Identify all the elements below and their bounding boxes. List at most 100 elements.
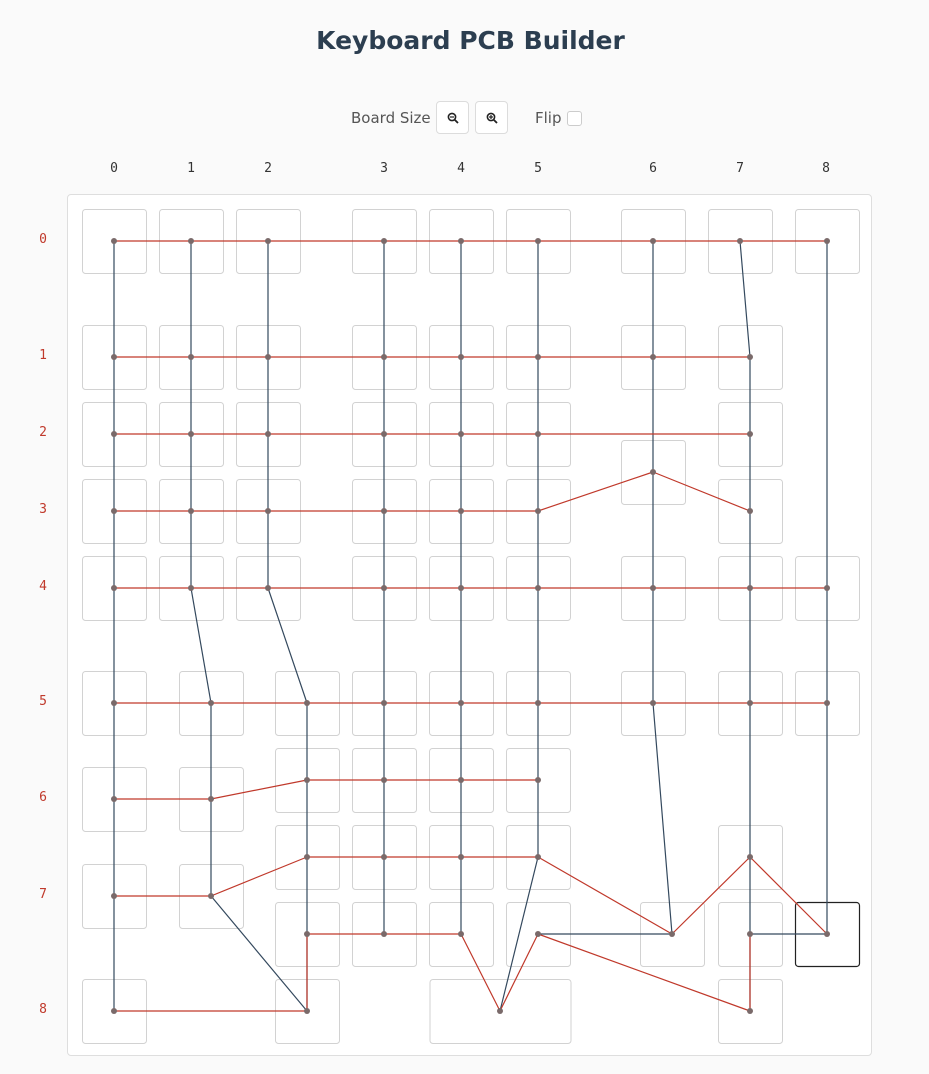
column-label: 5 [534, 161, 542, 176]
via-pad [747, 354, 753, 360]
via-pad [669, 931, 675, 937]
board-size-label: Board Size [351, 109, 431, 127]
page-title: Keyboard PCB Builder [316, 26, 625, 55]
row-label: 0 [39, 232, 47, 247]
via-pad [208, 700, 214, 706]
pcb-board [67, 194, 872, 1056]
via-pad [304, 854, 310, 860]
column-label: 7 [736, 161, 744, 176]
via-pad [535, 700, 541, 706]
row-label: 6 [39, 790, 47, 805]
via-pad [650, 585, 656, 591]
row-trace [114, 856, 828, 935]
via-pad [381, 700, 387, 706]
via-pad [747, 854, 753, 860]
via-pad [737, 238, 743, 244]
column-label: 1 [187, 161, 195, 176]
via-pad [650, 354, 656, 360]
via-pad [535, 508, 541, 514]
via-pad [111, 893, 117, 899]
via-pad [188, 585, 194, 591]
column-label: 0 [110, 161, 118, 176]
via-pad [304, 1008, 310, 1014]
via-pad [535, 354, 541, 360]
zoom-in-button[interactable] [475, 101, 508, 134]
via-pad [265, 585, 271, 591]
zoom-out-icon [447, 112, 459, 124]
row-label: 2 [39, 425, 47, 440]
via-pad [265, 508, 271, 514]
via-pad [111, 1008, 117, 1014]
row-trace [307, 933, 751, 1012]
via-pad [650, 469, 656, 475]
via-pad [747, 700, 753, 706]
via-pad [458, 700, 464, 706]
zoom-in-icon [486, 112, 498, 124]
row-label: 3 [39, 502, 47, 517]
via-pad [458, 777, 464, 783]
via-pad [535, 931, 541, 937]
via-pad [458, 585, 464, 591]
row-label: 1 [39, 348, 47, 363]
via-pad [458, 431, 464, 437]
via-pad [381, 777, 387, 783]
via-pad [458, 931, 464, 937]
via-pad [381, 931, 387, 937]
via-pad [535, 431, 541, 437]
via-pad [747, 431, 753, 437]
via-pad [535, 854, 541, 860]
via-pad [824, 238, 830, 244]
via-pad [650, 238, 656, 244]
via-pad [304, 931, 310, 937]
via-pad [381, 508, 387, 514]
row-trace [114, 779, 538, 800]
column-label: 6 [649, 161, 657, 176]
via-pad [458, 508, 464, 514]
via-pad [381, 238, 387, 244]
via-pad [265, 238, 271, 244]
via-pad [381, 354, 387, 360]
via-pad [111, 585, 117, 591]
key-switch[interactable] [429, 979, 572, 1044]
row-label: 7 [39, 887, 47, 902]
via-pad [458, 854, 464, 860]
via-pad [208, 893, 214, 899]
via-pad [458, 238, 464, 244]
via-pad [265, 354, 271, 360]
via-pad [188, 354, 194, 360]
row-trace [114, 934, 308, 1012]
row-label: 5 [39, 694, 47, 709]
via-pad [824, 931, 830, 937]
column-label: 3 [380, 161, 388, 176]
flip-label: Flip [535, 109, 562, 127]
column-label: 2 [264, 161, 272, 176]
via-pad [747, 1008, 753, 1014]
via-pad [747, 931, 753, 937]
via-pad [535, 238, 541, 244]
via-pad [188, 508, 194, 514]
flip-checkbox[interactable] [567, 111, 582, 126]
via-pad [381, 854, 387, 860]
via-pad [111, 796, 117, 802]
via-pad [188, 431, 194, 437]
column-label: 8 [822, 161, 830, 176]
via-pad [824, 700, 830, 706]
via-pad [188, 238, 194, 244]
row-label: 8 [39, 1002, 47, 1017]
via-pad [111, 508, 117, 514]
via-pad [304, 700, 310, 706]
via-pad [381, 585, 387, 591]
via-pad [381, 431, 387, 437]
row-label: 4 [39, 579, 47, 594]
via-pad [535, 777, 541, 783]
via-pad [111, 700, 117, 706]
zoom-out-button[interactable] [436, 101, 469, 134]
via-pad [747, 508, 753, 514]
via-pad [650, 700, 656, 706]
via-pad [747, 585, 753, 591]
via-pad [111, 431, 117, 437]
via-pad [535, 585, 541, 591]
toolbar: Board Size Flip [0, 101, 929, 137]
via-pad [111, 238, 117, 244]
